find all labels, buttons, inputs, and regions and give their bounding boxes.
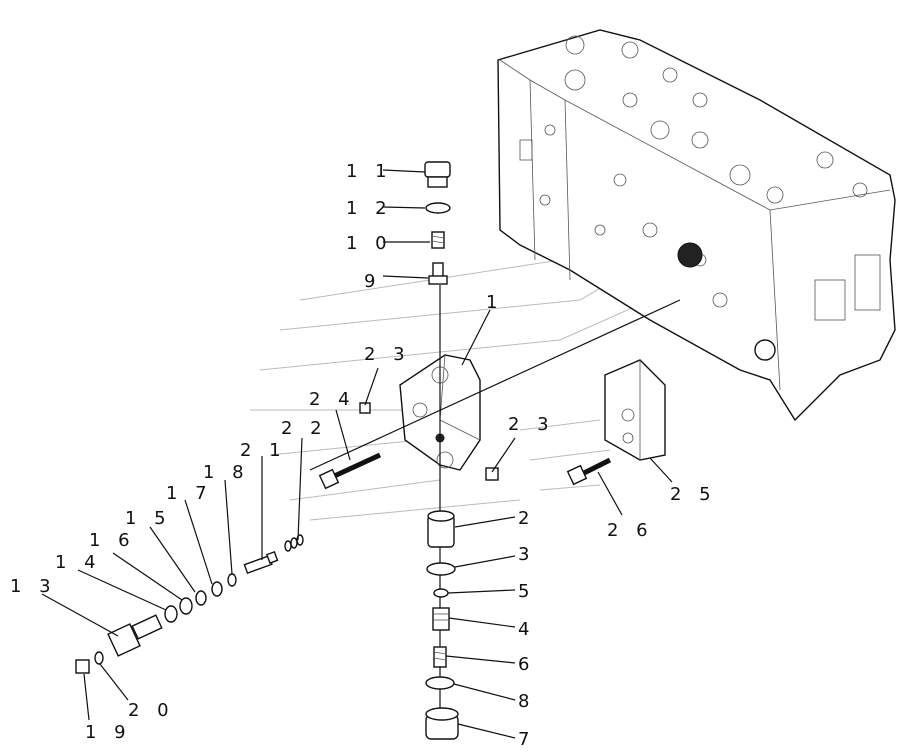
part-19-nut — [75, 659, 90, 674]
label-12: 1 2 — [346, 198, 393, 219]
diagonal-axis-line — [309, 299, 681, 471]
label-13: 1 3 — [10, 576, 57, 597]
label-25: 2 5 — [670, 484, 717, 505]
main-valve-body — [497, 29, 896, 422]
label-23-lower: 2 3 — [508, 414, 555, 435]
part-16-ring — [179, 597, 193, 615]
label-5: 5 — [518, 581, 535, 602]
part-26-bolt — [566, 457, 612, 486]
part-9-poppet — [428, 262, 448, 285]
label-2: 2 — [518, 508, 535, 529]
label-17: 1 7 — [166, 483, 213, 504]
part-25-cover — [604, 359, 666, 461]
part-8-o-ring — [425, 676, 455, 690]
label-3: 3 — [518, 544, 535, 565]
label-21: 2 1 — [240, 440, 287, 461]
part-23-bolt-lower — [485, 467, 499, 481]
label-15: 1 5 — [125, 508, 172, 529]
label-7: 7 — [518, 729, 535, 750]
label-8: 8 — [518, 691, 535, 712]
part-21-screw — [243, 550, 279, 575]
part-20-ring — [94, 651, 104, 665]
label-14: 1 4 — [55, 552, 102, 573]
part-2-sleeve — [427, 510, 455, 548]
label-10: 1 0 — [346, 233, 393, 254]
part-15-ring — [195, 590, 207, 606]
part-23-bolt-upper — [359, 402, 371, 414]
label-4: 4 — [518, 619, 535, 640]
label-6: 6 — [518, 654, 535, 675]
part-3-washer — [426, 562, 456, 576]
part-5-ring — [433, 588, 449, 598]
part-10-spring — [431, 231, 445, 249]
label-20: 2 0 — [128, 700, 175, 721]
part-labels: 1 1 1 2 1 0 9 1 2 3 2 4 2 3 2 2 2 1 1 8 … — [10, 161, 717, 750]
part-24-bolt — [318, 452, 382, 490]
label-18: 1 8 — [203, 462, 250, 483]
label-26: 2 6 — [607, 520, 654, 541]
label-9: 9 — [364, 271, 381, 292]
label-22: 2 2 — [281, 418, 328, 439]
label-19: 1 9 — [85, 722, 132, 743]
part-11-plug — [424, 161, 451, 188]
leader-lines — [41, 169, 673, 739]
part-18-ring — [227, 573, 237, 587]
label-1: 1 — [486, 292, 503, 313]
part-13-adjust-screw — [107, 614, 163, 657]
part-17-ring — [211, 581, 223, 597]
part-6-spring — [433, 646, 447, 668]
part-22-spring — [284, 534, 304, 552]
part-12-o-ring — [425, 202, 451, 214]
label-24: 2 4 — [309, 389, 356, 410]
label-23-upper: 2 3 — [364, 344, 411, 365]
label-16: 1 6 — [89, 530, 136, 551]
part-14-ring — [164, 605, 178, 623]
part-7-cap — [425, 707, 459, 740]
part-4-piston — [432, 607, 450, 631]
label-11: 1 1 — [346, 161, 393, 182]
